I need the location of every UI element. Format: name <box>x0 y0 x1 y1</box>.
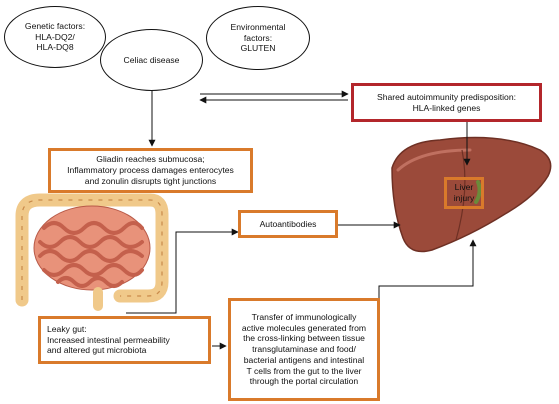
celiac-disease-node: Celiac disease <box>100 29 203 91</box>
environmental-factors-node: Environmental factors: GLUTEN <box>206 6 310 70</box>
liver-illustration <box>391 136 552 253</box>
liver-injury-label: Liver injury <box>444 177 484 209</box>
gliadin-box: Gliadin reaches submucosa; Inflammatory … <box>48 148 253 193</box>
genetic-factors-node: Genetic factors: HLA-DQ2/ HLA-DQ8 <box>4 6 106 68</box>
intestine-illustration <box>15 193 169 311</box>
autoantibodies-box: Autoantibodies <box>238 210 338 238</box>
autoimmunity-predisposition-box: Shared autoimmunity predisposition: HLA-… <box>351 83 542 122</box>
leaky-gut-box: Leaky gut: Increased intestinal permeabi… <box>38 316 211 364</box>
portal-transfer-box: Transfer of immunologically active molec… <box>228 298 380 401</box>
